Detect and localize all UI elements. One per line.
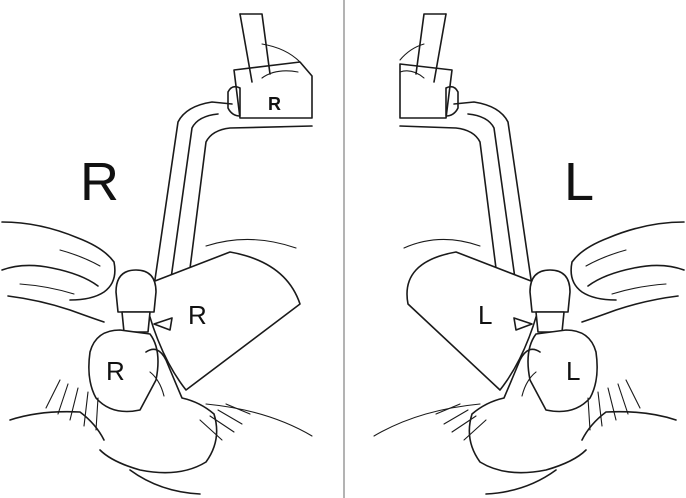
spacer-right-label: R [106,356,125,386]
spacer-left-label: L [566,356,580,386]
spacer-left [528,330,597,412]
upper-support-left [400,14,458,118]
hand-upper-right [2,222,115,322]
clamp-stamp-label: R [268,94,281,114]
hand-upper-left [571,222,684,322]
panel-right: R R R R [2,14,312,494]
pad-left-label: L [478,300,492,330]
panel-left-big-label: L [564,152,594,212]
panel-right-big-label: R [80,152,119,212]
panel-left: L L L [374,14,684,494]
surface-right [206,404,312,436]
pad-right-label: R [188,300,207,330]
surface-left [374,404,480,436]
